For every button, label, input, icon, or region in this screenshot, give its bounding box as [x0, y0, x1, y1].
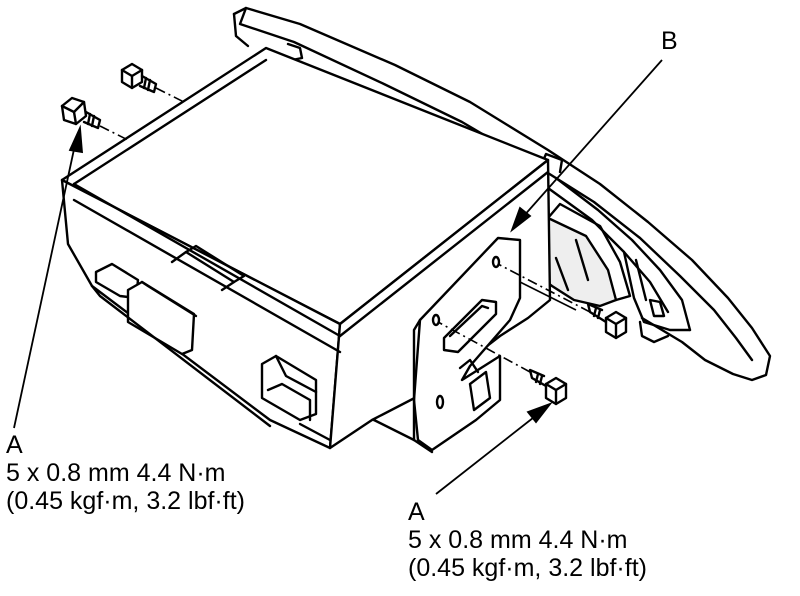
screw-top-back [120, 62, 158, 94]
axis-top-back [155, 87, 185, 103]
leader-b [521, 59, 663, 219]
callout-a-right-spec-line1: 5 x 0.8 mm 4.4 N·m [408, 526, 628, 554]
arrowhead-a-left [68, 124, 83, 154]
leader-a-right [435, 413, 539, 495]
callout-a-right-letter: A [408, 498, 425, 526]
trim-panel [232, 6, 772, 382]
screw-top-front [60, 96, 102, 130]
callout-a-right-spec-line2: (0.45 kgf·m, 3.2 lbf·ft) [408, 554, 647, 582]
axis-right-lower [437, 321, 531, 373]
callout-a-left-spec-line2: (0.45 kgf·m, 3.2 lbf·ft) [6, 487, 245, 515]
axis-top-front [99, 125, 129, 141]
callout-a-left-spec-line1: 5 x 0.8 mm 4.4 N·m [6, 459, 226, 487]
leader-a-left [13, 139, 77, 429]
screw-right-lower [528, 368, 568, 406]
callout-a-left: A 5 x 0.8 mm 4.4 N·m (0.45 kgf·m, 3.2 lb… [6, 431, 245, 515]
callout-b-letter: B [661, 27, 678, 55]
callout-a-left-letter: A [6, 431, 23, 459]
callout-a-right: A 5 x 0.8 mm 4.4 N·m (0.45 kgf·m, 3.2 lb… [408, 498, 647, 582]
arrowhead-b [510, 206, 532, 233]
axis-right-upper [497, 263, 591, 313]
callout-b: B [661, 27, 678, 55]
arrowhead-a-right [526, 402, 553, 424]
side-bracket [372, 236, 522, 454]
screw-right-upper [586, 302, 628, 340]
